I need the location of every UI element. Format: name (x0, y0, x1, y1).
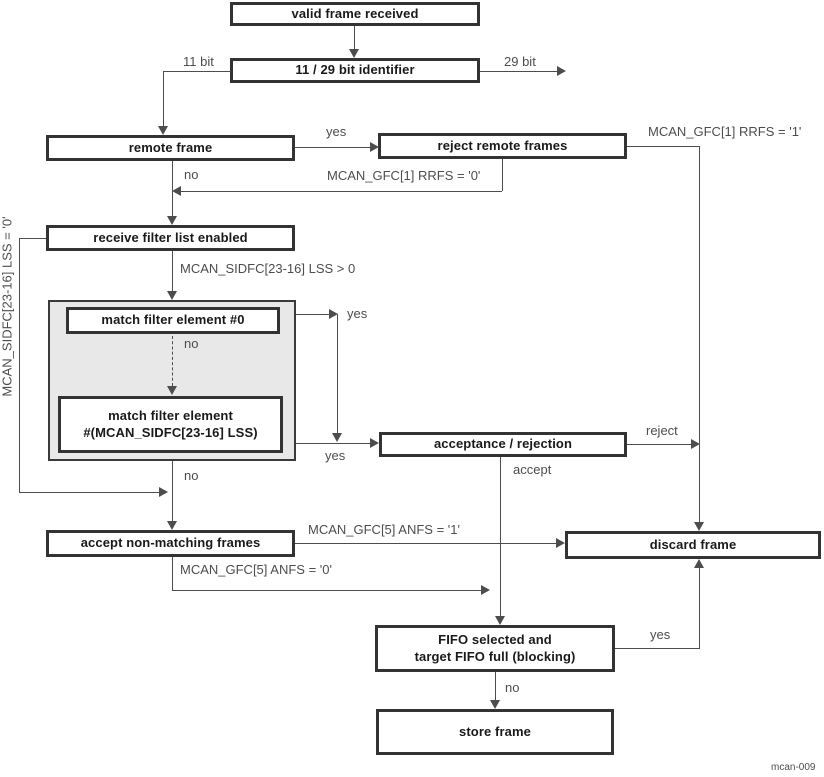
match-filter-n-line2: #(MCAN_SIDFC[23-16] LSS) (83, 424, 258, 440)
edge-anfs0-horizontal (172, 590, 481, 591)
edge-accept (500, 457, 501, 616)
arrowhead-lss0 (159, 487, 168, 497)
edge-rrfs1-vertical (699, 146, 700, 522)
node-valid-frame-received: valid frame received (230, 2, 480, 26)
match-filter-n-line1: match filter element (108, 408, 233, 424)
edge-fifo-yes-vertical (699, 566, 700, 648)
node-match-filter-element-n: match filter element #(MCAN_SIDFC[23-16]… (58, 396, 283, 453)
edge-match0-no-dashed (172, 336, 173, 386)
edge-reject (627, 444, 691, 445)
label-11-bit: 11 bit (183, 54, 214, 69)
arrowhead-29bit (557, 66, 566, 76)
label-anfs-1: MCAN_GFC[5] ANFS = '1' (308, 522, 460, 537)
arrowhead-fifo-no (490, 700, 500, 709)
arrowhead-reject (691, 439, 700, 449)
arrowhead-lss-gt0 (167, 291, 177, 300)
edge-matchn-yes (296, 443, 370, 444)
node-accept-non-matching-frames: accept non-matching frames (46, 530, 295, 557)
label-reject: reject (646, 423, 678, 438)
edge-lss0-vertical (19, 238, 20, 493)
label-anfs-0: MCAN_GFC[5] ANFS = '0' (180, 562, 332, 577)
node-discard-frame: discard frame (565, 531, 821, 559)
edge-11bit-vertical (163, 71, 164, 127)
node-acceptance-rejection: acceptance / rejection (379, 432, 627, 457)
figure-id: mcan-009 (771, 762, 816, 773)
edge-anfs0-vertical (172, 557, 173, 591)
edge-rrfs0-horizontal (177, 191, 502, 192)
node-remote-frame: remote frame (46, 135, 295, 161)
label-yes-match0: yes (347, 306, 368, 321)
label-rrfs-1: MCAN_GFC[1] RRFS = '1' (648, 124, 802, 139)
edge-rrfs0-vertical (502, 159, 503, 191)
edge-lss-gt0 (172, 251, 173, 292)
edge-11bit-horizontal (163, 71, 231, 72)
arrowhead-11bit (158, 126, 168, 135)
arrowhead-anfs0 (481, 585, 490, 595)
edge-29bit (480, 71, 557, 72)
label-lss-eq-0: MCAN_SIDFC[23-16] LSS = '0' (0, 216, 15, 397)
node-11-29-bit-identifier: 11 / 29 bit identifier (230, 58, 480, 83)
label-rrfs-0: MCAN_GFC[1] RRFS = '0' (327, 168, 481, 183)
arrowhead-rrfs0 (172, 186, 181, 196)
fifo-line2: target FIFO full (blocking) (414, 648, 576, 664)
node-store-frame: store frame (376, 709, 614, 755)
node-match-filter-element-0: match filter element #0 (66, 307, 280, 334)
arrowhead-anfs1 (556, 538, 565, 548)
arrowhead-fifo-yes (694, 559, 704, 568)
arrowhead-accept-fifo (495, 616, 505, 625)
edge-fifo-no (495, 672, 496, 700)
label-no-match0: no (184, 336, 199, 351)
edge-fifo-yes-horizontal (615, 648, 700, 649)
label-yes-fifo: yes (650, 627, 671, 642)
arrowhead-remote-no (167, 216, 177, 225)
edge-lss0-bottom (19, 492, 159, 493)
node-fifo-selected-full: FIFO selected and target FIFO full (bloc… (375, 625, 615, 672)
label-29-bit: 29 bit (504, 54, 536, 69)
arrowhead-match0-no (167, 386, 177, 395)
edge-valid-to-identifier (354, 26, 355, 50)
label-no-remote: no (184, 167, 199, 182)
edge-lss0-top (19, 238, 46, 239)
label-yes-matchn: yes (325, 448, 346, 463)
arrowhead-rrfs1-discard (694, 522, 704, 531)
edge-match0-yes-horizontal (296, 314, 329, 315)
edge-remote-yes (295, 147, 371, 148)
edge-nomatch-no (172, 461, 173, 521)
arrowhead-remote-yes (370, 142, 379, 152)
edge-rrfs1-horizontal (627, 146, 699, 147)
edge-anfs1 (295, 543, 556, 544)
arrowhead-match0-yes-down (332, 433, 342, 442)
label-accept: accept (513, 462, 552, 477)
label-no-list: no (184, 468, 199, 483)
arrowhead-match0-yes (329, 309, 338, 319)
node-reject-remote-frames: reject remote frames (378, 133, 627, 159)
arrowhead-valid-to-identifier (349, 49, 359, 58)
edge-remote-no (172, 161, 173, 217)
edge-match0-yes-vertical (337, 314, 338, 433)
label-no-fifo: no (505, 680, 520, 695)
label-lss-gt-0: MCAN_SIDFC[23-16] LSS > 0 (180, 261, 356, 276)
fifo-line1: FIFO selected and (438, 632, 552, 648)
arrowhead-matchn-yes (370, 438, 379, 448)
arrowhead-nomatch-no (167, 521, 177, 530)
node-receive-filter-list-enabled: receive filter list enabled (46, 225, 295, 251)
label-yes-remote: yes (326, 124, 347, 139)
